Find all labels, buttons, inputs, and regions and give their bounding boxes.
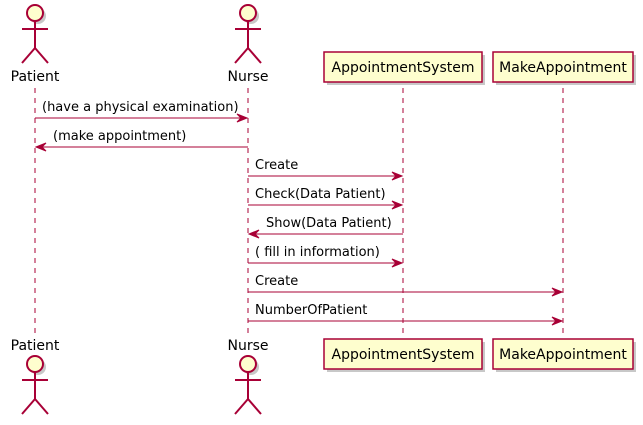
participant-label-appointment_system-bottom: AppointmentSystem <box>332 347 475 363</box>
actor-right-leg <box>247 398 262 415</box>
participant-label-nurse-bottom: Nurse <box>227 338 268 354</box>
message-7: NumberOfPatient <box>248 303 564 326</box>
actor-right-leg <box>34 398 49 415</box>
lifelines-layer <box>34 88 564 336</box>
message-arrowhead <box>236 113 249 123</box>
message-label: Check(Data Patient) <box>255 187 386 202</box>
message-1: (make appointment) <box>34 129 248 152</box>
message-0: (have a physical examination) <box>35 100 249 123</box>
message-label: Show(Data Patient) <box>266 216 392 231</box>
actor-figure-nurse-bottom <box>234 355 262 415</box>
message-2: Create <box>248 158 404 181</box>
participant-box-make_appointment-bottom <box>492 338 634 370</box>
actor-head <box>239 4 257 22</box>
actor-left-leg <box>234 47 249 64</box>
message-arrowhead <box>391 200 404 210</box>
message-label: Create <box>255 158 298 173</box>
message-6: Create <box>248 274 564 297</box>
participant-box-appointment_system-top <box>323 51 483 83</box>
message-arrowhead <box>247 229 260 239</box>
actor-figure-patient-bottom <box>21 355 49 415</box>
message-arrowhead <box>34 142 47 152</box>
message-label: NumberOfPatient <box>255 303 367 318</box>
actor-right-leg <box>247 47 262 64</box>
actor-left-leg <box>21 398 36 415</box>
message-label: (have a physical examination) <box>42 100 239 115</box>
participant-box-make_appointment-top <box>492 51 634 83</box>
message-label: ( fill in information) <box>255 245 380 260</box>
message-4: Show(Data Patient) <box>247 216 403 239</box>
message-arrowhead <box>391 171 404 181</box>
actor-head <box>26 355 44 373</box>
actor-left-leg <box>234 398 249 415</box>
actor-right-leg <box>34 47 49 64</box>
message-label: (make appointment) <box>53 129 186 144</box>
message-5: ( fill in information) <box>248 245 404 268</box>
actor-figure-nurse-top <box>234 4 262 64</box>
message-arrowhead <box>391 258 404 268</box>
participant-label-patient-bottom: Patient <box>11 338 60 354</box>
message-arrowhead <box>551 287 564 297</box>
participant-label-nurse-top: Nurse <box>227 69 268 85</box>
message-arrowhead <box>551 316 564 326</box>
message-label: Create <box>255 274 298 289</box>
actor-head <box>26 4 44 22</box>
participant-label-patient-top: Patient <box>11 69 60 85</box>
messages-layer: (have a physical examination) (make appoi… <box>34 100 564 326</box>
participants-layer: PatientPatientNurseNurseAppointmentSyste… <box>11 4 634 415</box>
actor-figure-patient-top <box>21 4 49 64</box>
participant-box-appointment_system-bottom <box>323 338 483 370</box>
actor-left-leg <box>21 47 36 64</box>
actor-head <box>239 355 257 373</box>
participant-label-appointment_system-top: AppointmentSystem <box>332 60 475 76</box>
participant-label-make_appointment-top: MakeAppointment <box>499 60 627 76</box>
participant-label-make_appointment-bottom: MakeAppointment <box>499 347 627 363</box>
message-3: Check(Data Patient) <box>248 187 404 210</box>
